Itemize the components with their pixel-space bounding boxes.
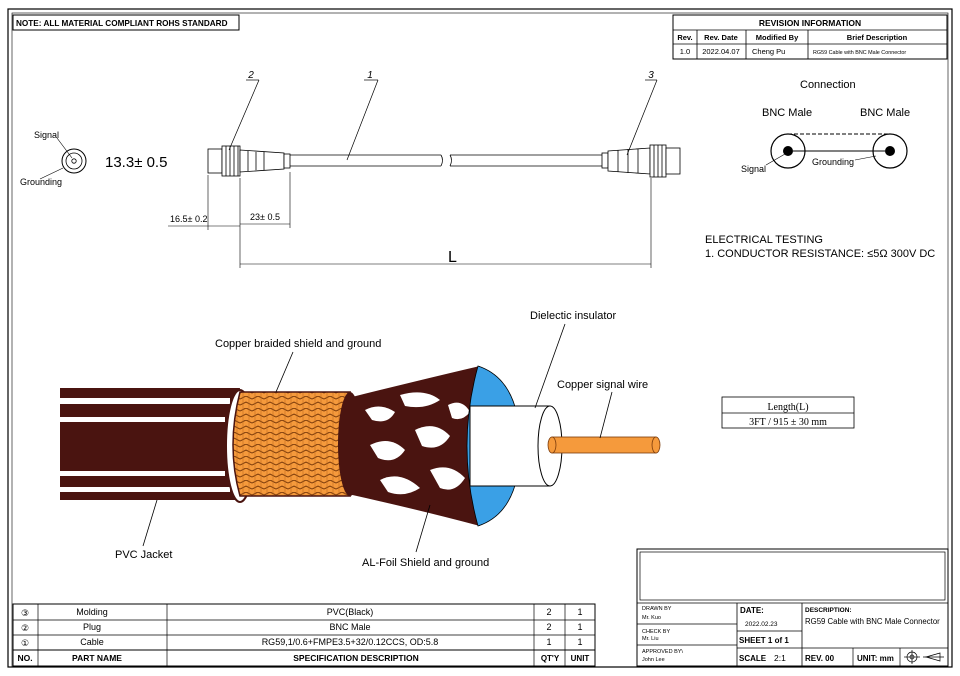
revision-rev-value: 1.0 bbox=[680, 47, 690, 56]
callout-3: 3 bbox=[648, 70, 654, 81]
check-by-label: CHECK BY bbox=[642, 629, 670, 635]
bom-row-2-spec: BNC Male bbox=[329, 622, 370, 632]
connection-left-label: BNC Male bbox=[762, 107, 812, 119]
cable-end-view: Signal Grounding bbox=[20, 130, 87, 187]
bom-row-1-qty: 1 bbox=[546, 637, 551, 647]
callout-leaders bbox=[228, 79, 658, 161]
revision-modified-value: Cheng Pu bbox=[752, 47, 785, 56]
cross-section-leaders bbox=[142, 323, 613, 553]
bom-row-3-unit: 1 bbox=[577, 607, 582, 617]
label-al-foil: AL-Foil Shield and ground bbox=[362, 557, 489, 569]
right-bnc-connector bbox=[601, 144, 681, 178]
connection-diagram: Connection BNC Male BNC Male Signal Grou… bbox=[741, 79, 910, 174]
revision-header-rev: Rev. bbox=[677, 33, 692, 42]
note-box bbox=[12, 14, 240, 31]
label-pvc-jacket: PVC Jacket bbox=[115, 549, 172, 561]
left-bnc-connector bbox=[207, 145, 291, 177]
dim-diameter: 13.3± 0.5 bbox=[105, 154, 167, 171]
label-copper-braid: Copper braided shield and ground bbox=[215, 338, 381, 350]
bom-row-2-unit: 1 bbox=[577, 622, 582, 632]
callout-2: 2 bbox=[247, 70, 254, 81]
revision-desc-value: RG59 Cable with BNC Male Connector bbox=[813, 50, 906, 56]
end-view-signal-label: Signal bbox=[34, 130, 59, 140]
callout-1: 1 bbox=[367, 70, 373, 81]
revision-header-date: Rev. Date bbox=[704, 33, 738, 42]
unit-label: UNIT: mm bbox=[857, 654, 894, 663]
dim-plug-length: 16.5± 0.2 bbox=[170, 214, 207, 224]
revision-header-modified: Modified By bbox=[756, 33, 799, 42]
bom-row-3-qty: 2 bbox=[546, 607, 551, 617]
drawn-by-value: Mr. Kuo bbox=[642, 615, 661, 621]
rev-label: REV. 00 bbox=[805, 654, 835, 663]
bom-row-3-spec: PVC(Black) bbox=[327, 607, 374, 617]
label-dielectric: Dielectic insulator bbox=[530, 310, 617, 322]
drawn-by-label: DRAWN BY bbox=[642, 606, 672, 612]
date-label: DATE: bbox=[740, 606, 764, 615]
sheet-label: SHEET 1 of 1 bbox=[739, 636, 789, 645]
bom-header-unit: UNIT bbox=[571, 654, 590, 663]
bom-header-no: NO. bbox=[17, 653, 32, 663]
cable-body bbox=[290, 154, 602, 167]
projection-symbol-icon bbox=[904, 650, 944, 664]
revision-title: REVISION INFORMATION bbox=[759, 18, 861, 28]
title-block: DRAWN BY Mr. Kuo CHECK BY Mr. Liu APPROV… bbox=[636, 548, 949, 667]
approved-by-value: John Lee bbox=[642, 657, 665, 663]
length-table: Length(L) 3FT / 915 ± 30 mm bbox=[721, 396, 855, 429]
label-copper-wire: Copper signal wire bbox=[557, 379, 648, 391]
length-table-value: 3FT / 915 ± 30 mm bbox=[749, 417, 827, 428]
revision-table: REVISION INFORMATION Rev. Rev. Date Modi… bbox=[672, 14, 948, 60]
bom-row-1-spec: RG59,1/0.6+FMPE3.5+32/0.12CCS, OD:5.8 bbox=[262, 637, 439, 647]
testing-title: ELECTRICAL TESTING bbox=[705, 234, 823, 246]
inner-frame bbox=[11, 12, 949, 668]
description-label: DESCRIPTION: bbox=[805, 607, 852, 614]
check-by-value: Mr. Liu bbox=[642, 636, 659, 642]
revision-header-desc: Brief Description bbox=[847, 33, 908, 42]
dim-total-length: L bbox=[448, 249, 457, 266]
bom-row-3-part: Molding bbox=[76, 607, 108, 617]
connection-signal-label: Signal bbox=[741, 164, 766, 174]
length-table-header: Length(L) bbox=[767, 402, 808, 413]
bom-row-2-qty: 2 bbox=[546, 622, 551, 632]
bom-row-1-unit: 1 bbox=[577, 637, 582, 647]
cable-cross-section bbox=[60, 365, 661, 527]
bom-header-part: PART NAME bbox=[72, 653, 122, 663]
bom-header-qty: QT'Y bbox=[541, 654, 560, 663]
scale-value: 2:1 bbox=[774, 653, 786, 663]
bom-row-1-no: ① bbox=[21, 638, 29, 648]
bom-table: ③ Molding PVC(Black) 2 1 ② Plug BNC Male… bbox=[12, 603, 596, 667]
connection-title: Connection bbox=[800, 79, 856, 91]
approved-by-label: APPROVED BY\ bbox=[642, 649, 683, 655]
revision-date-value: 2022.04.07 bbox=[702, 47, 740, 56]
bom-row-2-part: Plug bbox=[83, 622, 101, 632]
scale-label: SCALE bbox=[739, 654, 767, 663]
dimension-lines bbox=[168, 172, 652, 268]
bom-row-1-part: Cable bbox=[80, 637, 104, 647]
description-value: RG59 Cable with BNC Male Connector bbox=[805, 617, 940, 626]
note-text: NOTE: ALL MATERIAL COMPLIANT ROHS STANDA… bbox=[16, 19, 228, 28]
bom-row-3-no: ③ bbox=[21, 608, 29, 618]
testing-line-1: 1. CONDUCTOR RESISTANCE: ≤5Ω 300V DC bbox=[705, 248, 935, 260]
date-value: 2022.02.23 bbox=[745, 621, 778, 628]
bom-header-spec: SPECIFICATION DESCRIPTION bbox=[293, 653, 418, 663]
bom-row-2-no: ② bbox=[21, 623, 29, 633]
end-view-grounding-label: Grounding bbox=[20, 177, 62, 187]
dim-boot-length: 23± 0.5 bbox=[250, 212, 280, 222]
connection-grounding-label: Grounding bbox=[812, 157, 854, 167]
connection-right-label: BNC Male bbox=[860, 107, 910, 119]
